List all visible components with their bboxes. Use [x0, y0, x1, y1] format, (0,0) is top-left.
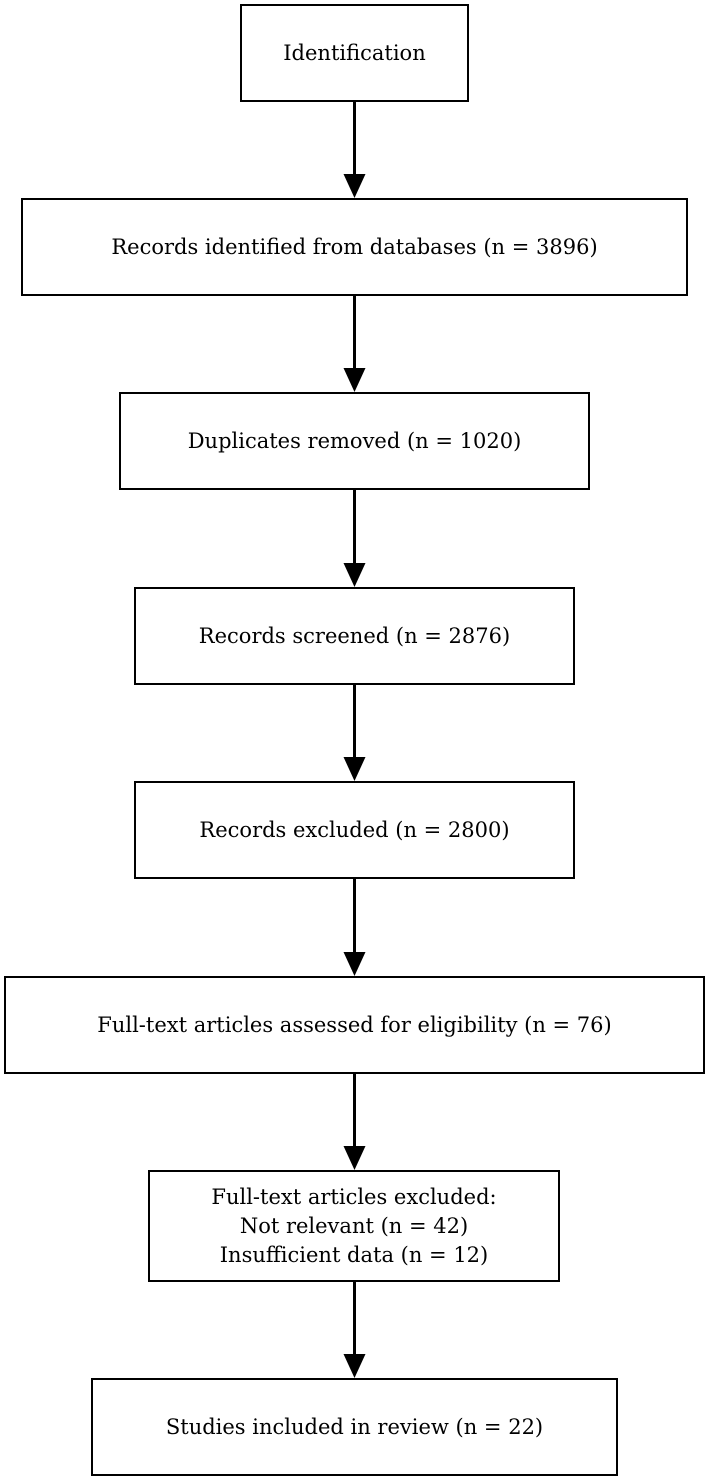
records-identified-label: Records identified from databases (n = 3… — [111, 234, 598, 259]
fulltext-assessed-label: Full-text articles assessed for eligibil… — [97, 1012, 612, 1037]
fulltext-assessed-box: Full-text articles assessed for eligibil… — [4, 976, 705, 1074]
not-relevant-count: Not relevant (n = 42) — [239, 1213, 469, 1238]
fulltext-excluded-heading: Full-text articles excluded: — [211, 1184, 497, 1209]
studies-included-label: Studies included in review (n = 22) — [165, 1414, 544, 1439]
arrowhead-icon — [343, 368, 366, 392]
arrowhead-icon — [343, 952, 366, 976]
fulltext-excluded-box: Full-text articles excluded: Not relevan… — [148, 1170, 560, 1282]
studies-included-box: Studies included in review (n = 22) — [91, 1378, 618, 1476]
records-screened-label: Records screened (n = 2876) — [198, 623, 511, 648]
arrowhead-icon — [343, 757, 366, 781]
arrowhead-icon — [343, 174, 366, 198]
records-excluded-box: Records excluded (n = 2800) — [134, 781, 575, 879]
records-excluded-label: Records excluded (n = 2800) — [199, 817, 510, 842]
arrowhead-icon — [343, 1354, 366, 1378]
insufficient-data-count: Insufficient data (n = 12) — [219, 1242, 489, 1267]
records-identified-box: Records identified from databases (n = 3… — [21, 198, 688, 296]
identification-label: Identification — [283, 40, 426, 65]
arrowhead-icon — [343, 563, 366, 587]
arrowhead-icon — [343, 1146, 366, 1170]
identification-box: Identification — [240, 4, 469, 102]
duplicates-removed-box: Duplicates removed (n = 1020) — [119, 392, 590, 490]
records-screened-box: Records screened (n = 2876) — [134, 587, 575, 685]
duplicates-removed-label: Duplicates removed (n = 1020) — [187, 428, 522, 453]
